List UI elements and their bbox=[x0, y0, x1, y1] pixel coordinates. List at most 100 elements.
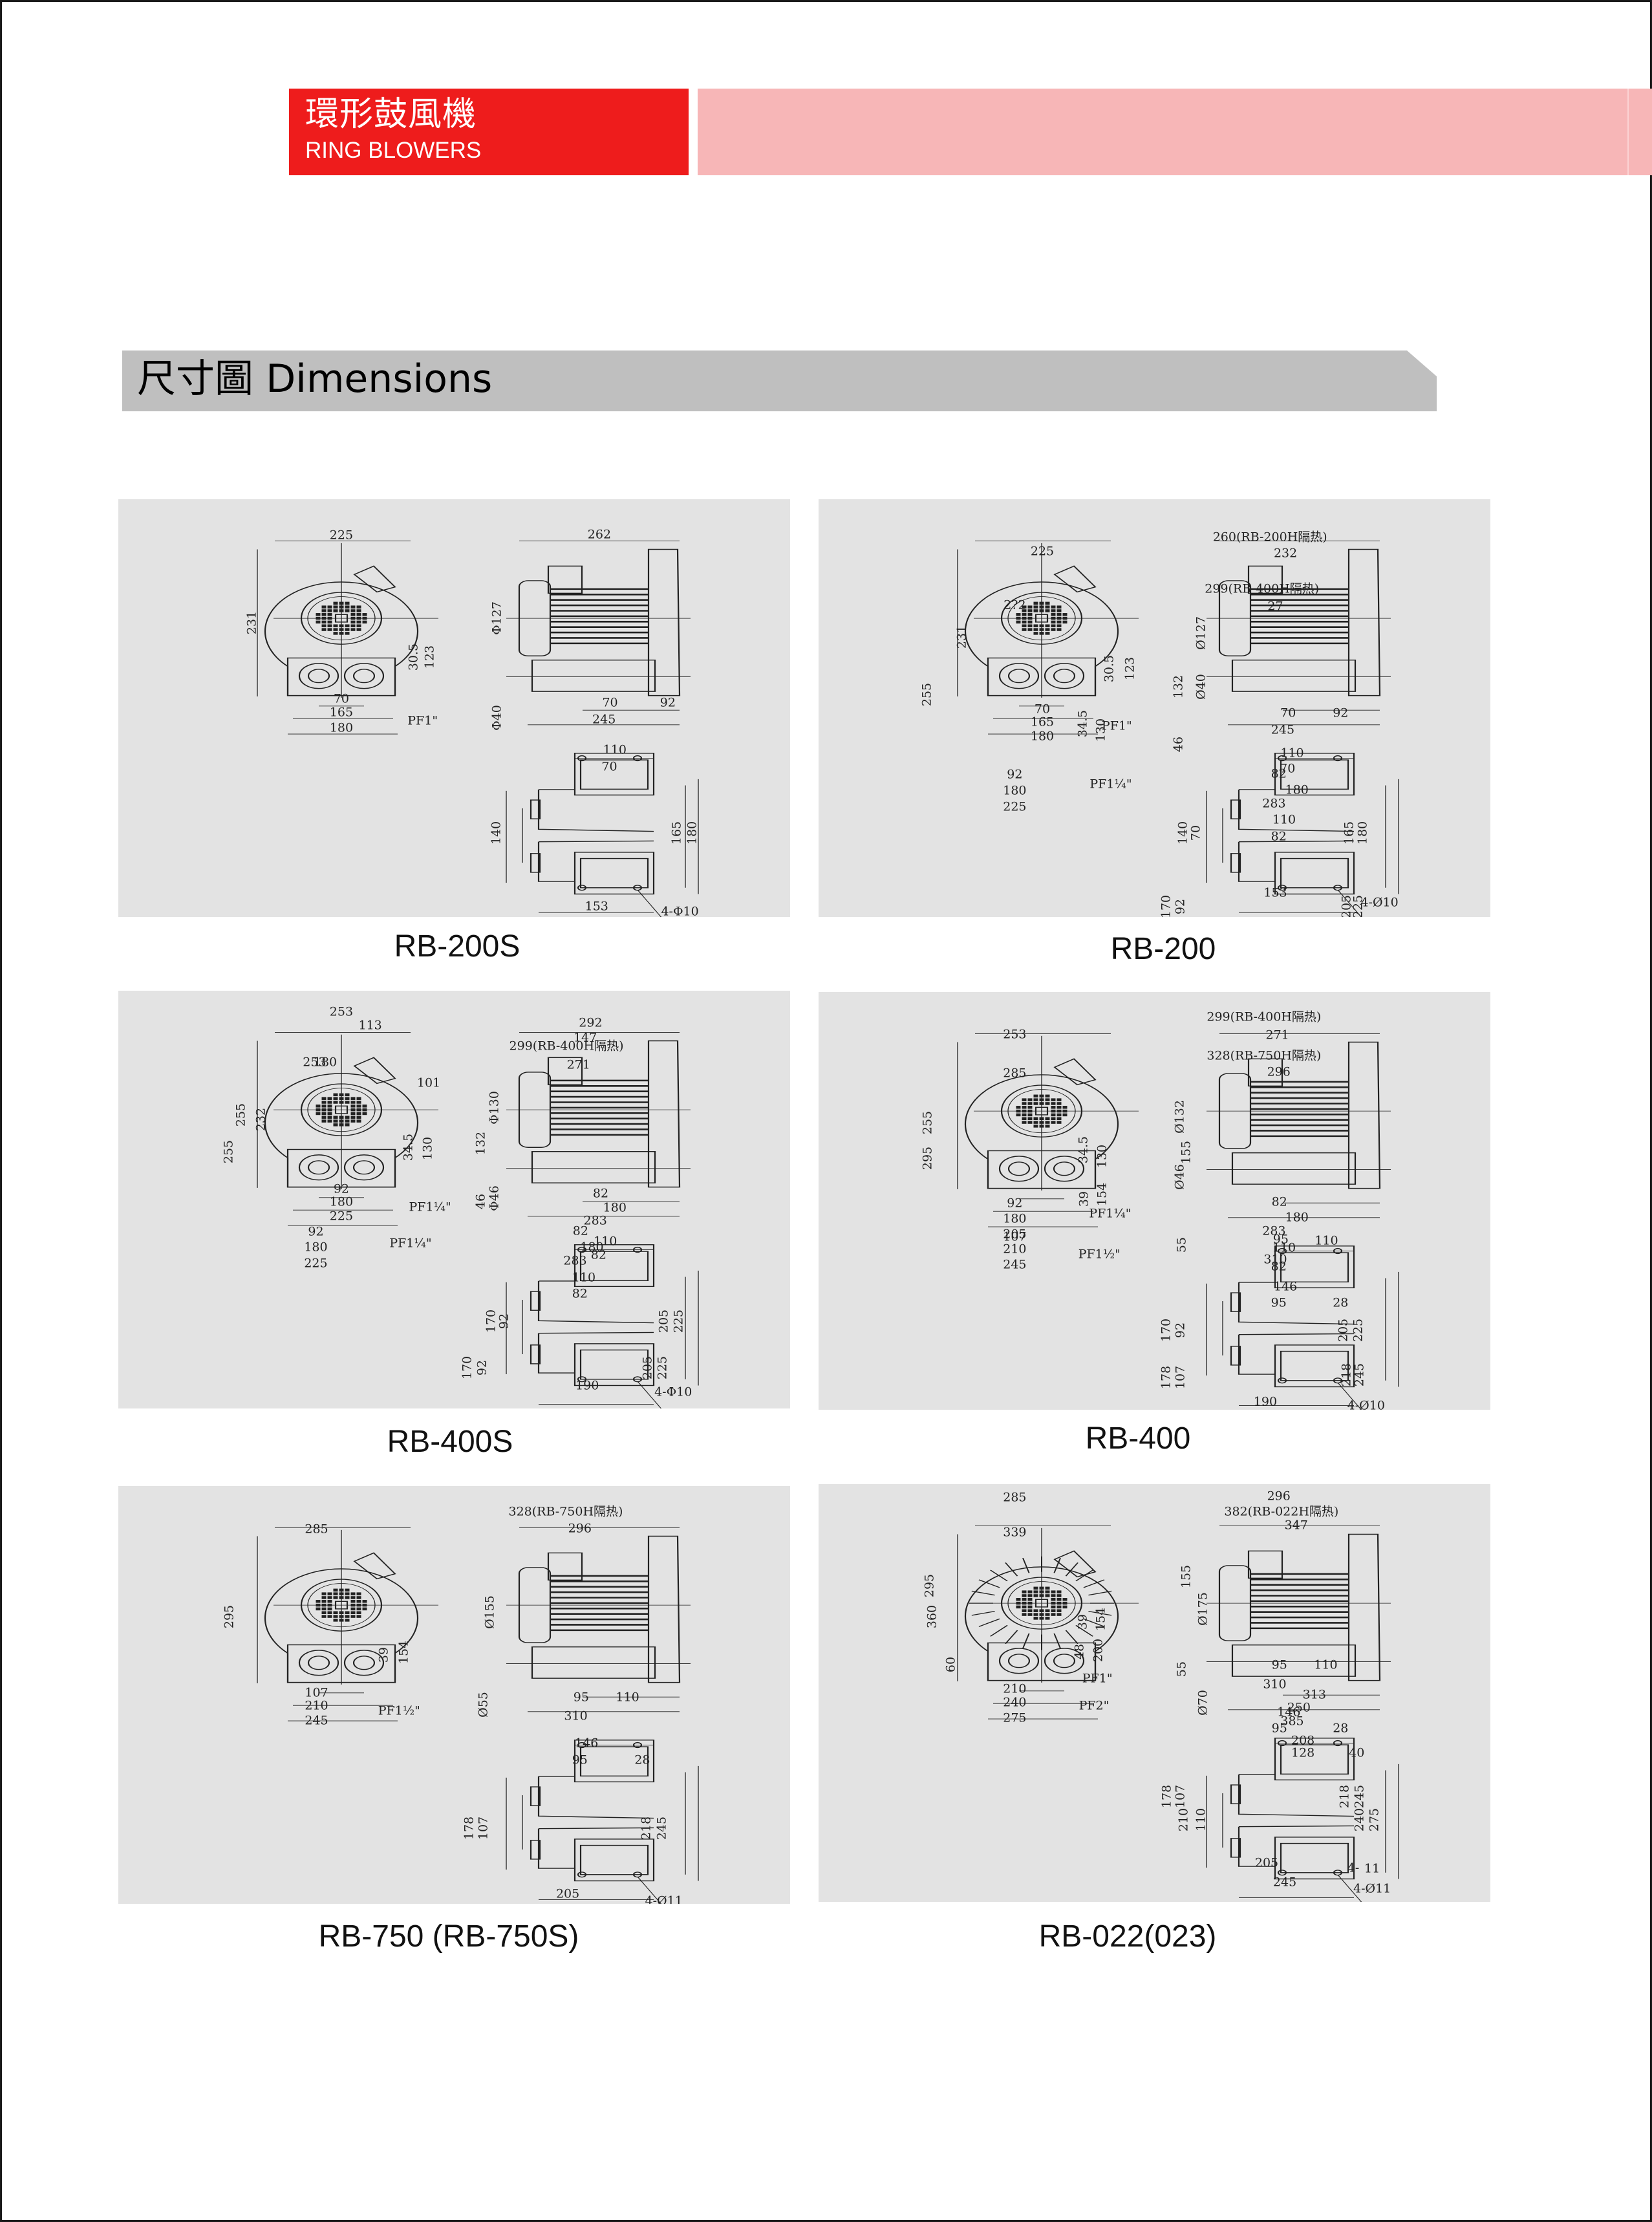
dimension-label: PF2" bbox=[1078, 1698, 1110, 1713]
dimension-label: 92 bbox=[660, 695, 676, 710]
dimension-label: 313 bbox=[1302, 1687, 1326, 1702]
dimension-label: 170 bbox=[484, 1310, 499, 1333]
dimension-label: 180 bbox=[1355, 821, 1370, 845]
dimension-label: 146 bbox=[1277, 1705, 1301, 1720]
base-view bbox=[506, 1244, 699, 1408]
dimension-label: 218 bbox=[1339, 1363, 1354, 1387]
dimension-label: PF1½" bbox=[1078, 1247, 1121, 1262]
dimension-label: 92 bbox=[497, 1313, 511, 1330]
dimension-label: 295 bbox=[222, 1605, 237, 1629]
dimension-label: 110 bbox=[1272, 812, 1296, 827]
dimension-label: 271 bbox=[566, 1057, 590, 1072]
dimension-label: 210 bbox=[305, 1698, 328, 1713]
dimension-label: 210 bbox=[1176, 1807, 1191, 1831]
dimension-label: 146 bbox=[1273, 1279, 1298, 1294]
dimension-label: 210 bbox=[1003, 1681, 1027, 1696]
dimension-label: 165 bbox=[329, 705, 354, 720]
dimension-label: 70 bbox=[602, 695, 618, 710]
dimension-label: 154 bbox=[1095, 1182, 1110, 1206]
dimension-label: 82 bbox=[592, 1186, 609, 1201]
dimension-label: 110 bbox=[1314, 1657, 1338, 1672]
dimension-label: 190 bbox=[1253, 1394, 1278, 1409]
dimension-label: 245 bbox=[1272, 1875, 1297, 1890]
dimension-label: 292 bbox=[579, 1015, 603, 1030]
side-view bbox=[506, 541, 691, 726]
dimension-label: 70 bbox=[1280, 706, 1296, 720]
dimension-label: 225 bbox=[329, 1209, 354, 1224]
dimension-label: 130 bbox=[1095, 1144, 1110, 1169]
dimension-label: 92 bbox=[1333, 706, 1349, 720]
dimension-label: 255 bbox=[233, 1103, 248, 1127]
dimension-label: 225 bbox=[1030, 544, 1055, 559]
dimension-label: 95 bbox=[1271, 1721, 1287, 1736]
dimension-label: 34.5 bbox=[1075, 709, 1090, 737]
dimension-label: 70 bbox=[1034, 702, 1051, 717]
dimension-label: 360 bbox=[925, 1604, 939, 1629]
dimension-label: 180 bbox=[603, 1200, 627, 1215]
dimension-label: 82 bbox=[572, 1286, 588, 1301]
dimension-label: 110 bbox=[572, 1270, 596, 1285]
dimension-label: 299(RB-400H隔热) bbox=[1205, 581, 1320, 596]
dimension-label: 328(RB-750H隔热) bbox=[508, 1504, 623, 1519]
dimension-label: 132 bbox=[1171, 674, 1186, 698]
dimension-label: 123 bbox=[1122, 657, 1137, 681]
dimension-label: PF1" bbox=[1082, 1671, 1113, 1686]
dimension-label: 205 bbox=[640, 1356, 655, 1380]
dimension-label: 46 bbox=[473, 1193, 488, 1209]
dimension-label: Ø155 bbox=[482, 1595, 497, 1630]
dimension-label: 110 bbox=[603, 742, 627, 757]
dimension-label: 299(RB-400H隔热) bbox=[1207, 1009, 1322, 1024]
dimension-label: 107 bbox=[476, 1816, 491, 1840]
dimension-label: 232 bbox=[1273, 546, 1298, 561]
dimension-label: 11 bbox=[1364, 1861, 1380, 1876]
dimension-label: 4- bbox=[1347, 1861, 1360, 1875]
dimension-label: 146 bbox=[575, 1736, 599, 1751]
dimension-label: 4-Φ10 bbox=[661, 904, 699, 917]
model-caption-rb-022: RB-022(023) bbox=[1038, 1919, 1217, 1954]
dimension-label: 165 bbox=[1342, 821, 1357, 845]
base-view bbox=[1206, 1738, 1399, 1902]
dimension-label: PF1¼" bbox=[1089, 1206, 1132, 1221]
side-view bbox=[506, 1527, 691, 1712]
dimension-label: 180 bbox=[329, 720, 354, 735]
dimension-label: 283 bbox=[1262, 1224, 1286, 1238]
side-view bbox=[1207, 541, 1391, 726]
dimension-label: 147 bbox=[573, 1030, 597, 1045]
dimension-label: 107 bbox=[1173, 1366, 1188, 1390]
dimension-label: 107 bbox=[1173, 1784, 1188, 1809]
model-caption-rb-200s: RB-200S bbox=[394, 929, 520, 964]
dimension-label: 39 bbox=[376, 1647, 391, 1663]
side-view bbox=[1207, 1033, 1391, 1218]
dimension-label: 296 bbox=[1267, 1489, 1291, 1504]
dimension-label: 70 bbox=[333, 691, 350, 706]
dimension-label: 170 bbox=[1159, 894, 1174, 917]
dimension-label: 55 bbox=[1174, 1236, 1189, 1253]
dimension-label: 205 bbox=[555, 1886, 580, 1901]
dimension-label: 208 bbox=[1291, 1733, 1315, 1748]
dimension-label: 231 bbox=[244, 610, 259, 634]
dimension-label: 295 bbox=[922, 1573, 937, 1598]
technical-drawing bbox=[257, 1527, 699, 1904]
dimension-label: 170 bbox=[460, 1356, 475, 1380]
dimension-label: 295 bbox=[920, 1146, 935, 1170]
section-title: 尺寸圖 Dimensions bbox=[137, 356, 493, 402]
dimension-label: Ø46 bbox=[1172, 1163, 1187, 1190]
model-caption-rb-400s: RB-400S bbox=[387, 1425, 513, 1459]
dimension-label: 165 bbox=[1030, 715, 1055, 729]
dimension-label: 180 bbox=[1285, 1210, 1309, 1225]
dimension-label: Φ130 bbox=[487, 1091, 502, 1125]
dimension-label: 225 bbox=[671, 1310, 686, 1333]
dimension-label: 170 bbox=[1159, 1318, 1174, 1342]
model-caption-rb-400: RB-400 bbox=[1085, 1421, 1191, 1456]
brand-banner: 環形鼓風機 RING BLOWERS bbox=[289, 89, 689, 175]
dimension-label: 205 bbox=[656, 1310, 671, 1333]
dimension-label: 110 bbox=[1314, 1233, 1338, 1248]
dimension-label: 155 bbox=[1179, 1140, 1194, 1164]
dimension-label: PF1" bbox=[407, 713, 438, 728]
dimension-label: 218 bbox=[1337, 1784, 1352, 1809]
dimension-label: 225 bbox=[1003, 799, 1027, 814]
dimension-label: 253 bbox=[1003, 1027, 1027, 1041]
dimension-label: 225 bbox=[304, 1256, 328, 1271]
